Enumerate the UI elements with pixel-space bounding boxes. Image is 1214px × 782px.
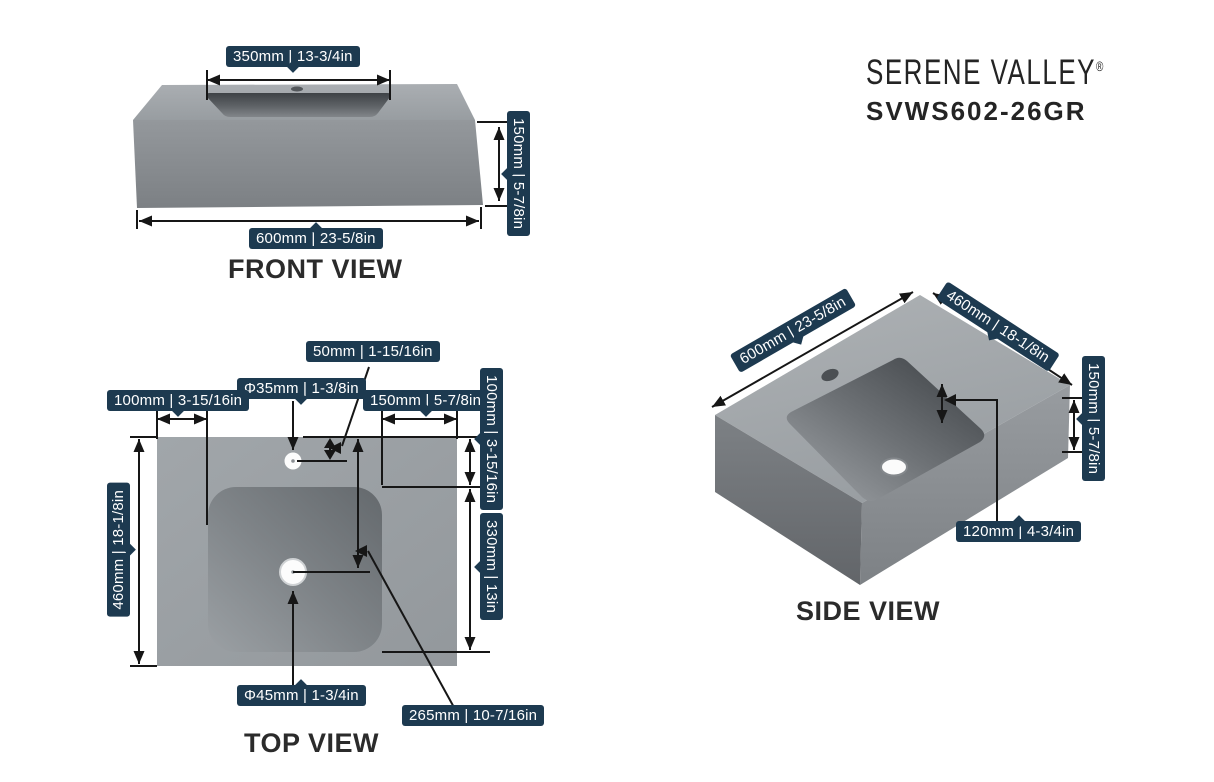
top-dimension-lines bbox=[130, 366, 490, 712]
registered-trademark-symbol: ® bbox=[1096, 60, 1104, 75]
front-sink-basin-opening bbox=[206, 93, 391, 117]
front-view-drawing bbox=[133, 70, 527, 229]
dim-front-total-width: 600mm | 23-5/8in bbox=[249, 228, 383, 249]
front-sink-front-face bbox=[133, 120, 483, 208]
dim-top-drain-offset: 265mm | 10-7/16in bbox=[402, 705, 545, 726]
dim-top-total-depth: 460mm | 18-1/8in bbox=[107, 483, 130, 617]
side-view-drawing bbox=[711, 291, 1084, 585]
brand-logo: SERENE VALLEY® bbox=[866, 51, 1104, 93]
side-sink-left-face bbox=[715, 415, 862, 585]
dim-front-height: 150mm | 5-7/8in bbox=[507, 111, 530, 237]
front-faucet-hole bbox=[291, 86, 303, 92]
side-view-title: SIDE VIEW bbox=[796, 596, 941, 626]
top-view-title: TOP VIEW bbox=[244, 728, 380, 758]
dim-top-back-margin: 100mm | 3-15/16in bbox=[480, 368, 503, 511]
dim-top-right-margin: 150mm | 5-7/8in bbox=[363, 390, 489, 411]
model-number: SVWS602-26GR bbox=[866, 95, 1087, 126]
side-sink-right-face bbox=[860, 385, 1070, 585]
dim-side-basin-depth: 120mm | 4-3/4in bbox=[956, 521, 1082, 542]
dim-side-height: 150mm | 5-7/8in bbox=[1082, 356, 1105, 482]
brand-block: SERENE VALLEY® SVWS602-26GR bbox=[866, 48, 1103, 125]
dim-top-drain-diameter: Φ45mm | 1-3/4in bbox=[237, 685, 366, 706]
dim-top-faucet-offset: 50mm | 1-15/16in bbox=[306, 341, 440, 362]
dim-top-left-margin: 100mm | 3-15/16in bbox=[107, 390, 250, 411]
front-view-title: FRONT VIEW bbox=[228, 254, 403, 284]
side-drain-hole bbox=[880, 457, 908, 477]
dim-top-basin-length: 330mm | 13in bbox=[480, 513, 503, 621]
dim-front-basin-width: 350mm | 13-3/4in bbox=[226, 46, 360, 67]
dim-top-faucet-diameter: Φ35mm | 1-3/8in bbox=[237, 378, 366, 399]
top-view-drawing bbox=[130, 366, 490, 712]
